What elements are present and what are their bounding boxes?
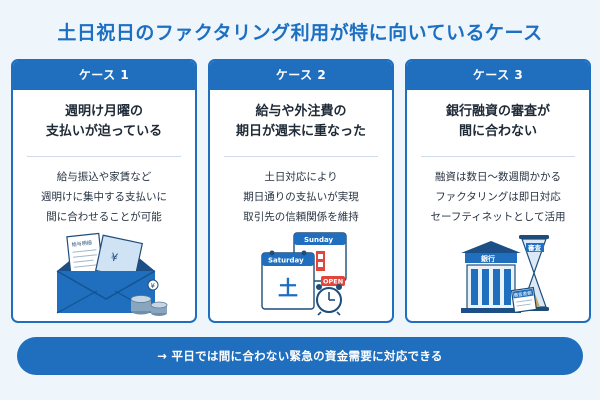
case-card-body: 融資は数日〜数週間かかる ファクタリングは即日対応 セーフティネットとして活用 (407, 167, 589, 227)
calendar-clock-illustration: Sunday Saturday 土 OPEN (261, 232, 347, 316)
case-card-body: 土日対応により 期日通りの支払いが実現 取引先の信頼関係を維持 (210, 167, 392, 227)
yen-icon: ¥ (151, 282, 156, 290)
case-body-line: ファクタリングは即日対応 (435, 191, 561, 203)
case-body-line: 期日通りの支払いが実現 (243, 191, 359, 203)
case-card-3: ケース 3 銀行融資の審査が 間に合わない 融資は数日〜数週間かかる ファクタリ… (405, 59, 591, 323)
case-body-line: 取引先の信頼関係を維持 (243, 211, 359, 223)
case-card-2: ケース 2 給与や外注費の 期日が週末に重なった 土日対応により 期日通りの支払… (208, 59, 394, 323)
case-title-line: 給与や外注費の (255, 104, 347, 119)
saturday-label: Saturday (268, 257, 304, 265)
case-card-header: ケース 3 (407, 61, 589, 90)
payslip-label: 給与明細 (71, 239, 92, 248)
open-label: OPEN (323, 278, 343, 286)
envelope-icon (57, 271, 155, 313)
case-card-header: ケース 1 (13, 61, 195, 90)
bank-hourglass-illustration: 銀行 審査 審査書類 (461, 235, 549, 314)
case-title-line: 期日が週末に重なった (235, 124, 366, 139)
case-body-line: 融資は数日〜数週間かかる (435, 171, 561, 183)
case-title-line: 週明け月曜の (64, 104, 143, 119)
yen-icon: ¥ (110, 250, 120, 264)
open-sign-icon: OPEN (321, 276, 345, 286)
page-title: 土日祝日のファクタリング利用が特に向いているケース (57, 22, 543, 44)
case-body-line: セーフティネットとして活用 (430, 211, 566, 223)
case-card-title: 給与や外注費の 期日が週末に重なった (210, 102, 392, 144)
case-card-body: 給与振込や家賃など 週明けに集中する支払いに 間に合わせることが可能 (13, 167, 195, 227)
case-body-line: 間に合わせることが可能 (46, 211, 162, 223)
case-body-line: 給与振込や家賃など (56, 171, 152, 183)
case-title-line: 支払いが迫っている (45, 124, 163, 139)
envelope-money-illustration: 給与明細 ¥ ¥ (56, 232, 168, 316)
calendar-saturday-icon: Saturday 土 (261, 250, 315, 310)
conclusion-banner: → 平日では間に合わない緊急の資金需要に対応できる (17, 337, 583, 375)
case-card-header: ケース 2 (210, 61, 392, 90)
case-card-1: ケース 1 週明け月曜の 支払いが迫っている 給与振込や家賃など 週明けに集中す… (11, 59, 197, 323)
divider (27, 156, 181, 157)
day-label: 土 (278, 276, 298, 300)
screening-label: 審査 (527, 243, 542, 252)
coins-icon (130, 295, 168, 316)
case-card-title: 週明け月曜の 支払いが迫っている (13, 102, 195, 144)
case-card-title: 銀行融資の審査が 間に合わない (407, 102, 589, 144)
case-body-line: 土日対応により (264, 171, 338, 183)
coin-icon (147, 279, 159, 291)
alarm-clock-icon (316, 284, 342, 316)
divider (421, 156, 575, 157)
case-body-line: 週明けに集中する支払いに (41, 191, 167, 203)
sunday-label: Sunday (304, 236, 334, 244)
case-title-line: 銀行融資の審査が (445, 104, 550, 119)
document-icon: 審査書類 (510, 286, 538, 314)
bank-icon: 銀行 (461, 241, 521, 313)
case-title-line: 間に合わない (458, 124, 537, 139)
bank-label: 銀行 (481, 254, 495, 263)
divider (224, 156, 378, 157)
docs-label: 審査書類 (513, 289, 532, 299)
